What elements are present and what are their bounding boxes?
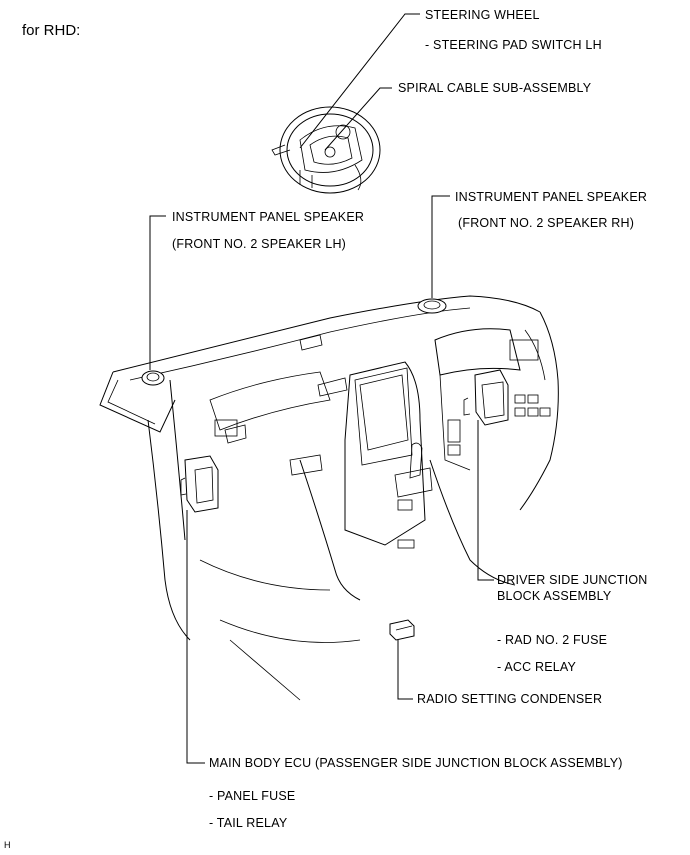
acc-relay-label: - ACC RELAY bbox=[497, 660, 577, 674]
spiral-cable-label: SPIRAL CABLE SUB-ASSEMBLY bbox=[398, 81, 592, 95]
steering-wheel-drawing bbox=[271, 106, 381, 194]
ip-speaker-rh-part bbox=[417, 298, 447, 314]
figure-code: H bbox=[4, 840, 11, 850]
panel-fuse-label: - PANEL FUSE bbox=[209, 789, 296, 803]
main-body-ecu-label: MAIN BODY ECU (PASSENGER SIDE JUNCTION B… bbox=[209, 756, 623, 770]
dashboard-drawing bbox=[99, 295, 559, 701]
leader-lines bbox=[149, 13, 494, 764]
ip-speaker-rh-sublabel: (FRONT NO. 2 SPEAKER RH) bbox=[458, 216, 635, 230]
variant-heading: for RHD: bbox=[22, 22, 81, 39]
ip-speaker-lh-label: INSTRUMENT PANEL SPEAKER bbox=[172, 210, 365, 224]
steering-pad-switch-label: - STEERING PAD SWITCH LH bbox=[425, 38, 602, 52]
main-body-ecu-part bbox=[180, 455, 219, 513]
ip-speaker-lh-part bbox=[141, 370, 165, 386]
ip-speaker-lh-sublabel: (FRONT NO. 2 SPEAKER LH) bbox=[172, 237, 347, 251]
driver-jb-label-line1: DRIVER SIDE JUNCTION bbox=[497, 573, 648, 587]
rad-fuse-label: - RAD NO. 2 FUSE bbox=[497, 633, 608, 647]
driver-jb-part bbox=[463, 369, 509, 426]
steering-wheel-label: STEERING WHEEL bbox=[425, 8, 540, 22]
radio-condenser-part bbox=[389, 619, 415, 641]
driver-jb-label-line2: BLOCK ASSEMBLY bbox=[497, 589, 612, 603]
tail-relay-label: - TAIL RELAY bbox=[209, 816, 288, 830]
ip-speaker-rh-label: INSTRUMENT PANEL SPEAKER bbox=[455, 190, 648, 204]
radio-condenser-label: RADIO SETTING CONDENSER bbox=[417, 692, 603, 706]
